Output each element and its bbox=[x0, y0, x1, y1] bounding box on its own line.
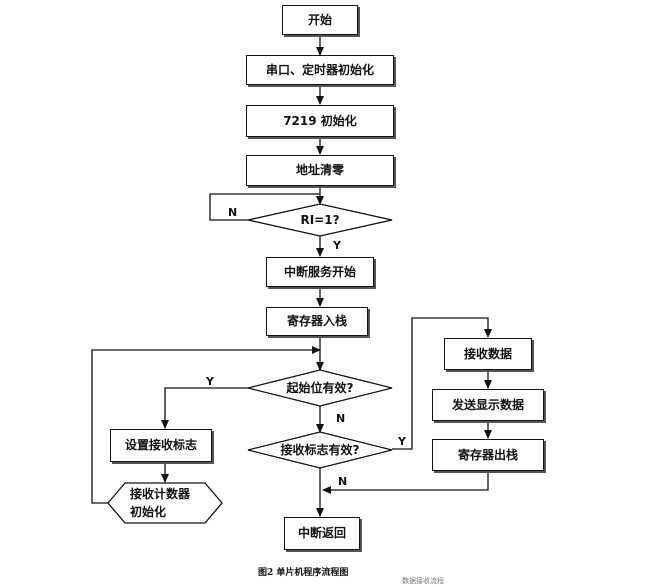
set-receive-flag-box: 设置接收标志 bbox=[110, 429, 212, 462]
interrupt-return-box: 中断返回 bbox=[284, 517, 360, 550]
push-registers-label: 寄存器入栈 bbox=[286, 314, 347, 328]
arrow-init-loop-back bbox=[91, 346, 321, 504]
set-receive-flag-label: 设置接收标志 bbox=[124, 438, 197, 452]
start-box: 开始 bbox=[282, 5, 358, 35]
pop-registers-label: 寄存器出栈 bbox=[457, 447, 518, 462]
send-display-data-label: 发送显示数据 bbox=[451, 397, 524, 412]
ri-yes-label: Y bbox=[333, 239, 341, 252]
init-serial-timer-box: 串口、定时器初始化 bbox=[246, 55, 394, 85]
clear-address-label: 地址清零 bbox=[295, 163, 344, 177]
caption-fragment: 数据接收流程 bbox=[402, 577, 444, 585]
arrow-ri-no-loop bbox=[209, 193, 320, 221]
push-registers-box: 寄存器入栈 bbox=[266, 307, 368, 336]
receive-flag-check-label: 接收标志有效? bbox=[280, 443, 360, 457]
init-serial-timer-label: 串口、定时器初始化 bbox=[265, 62, 374, 77]
init-7219-box: 7219 初始化 bbox=[246, 105, 394, 137]
decision-ri-diamond bbox=[247, 203, 393, 237]
receive-flag-yes-label: Y bbox=[398, 435, 406, 448]
ri-check-label: RI=1? bbox=[300, 213, 340, 227]
figure-caption: 图2 单片机程序流程图 bbox=[258, 568, 349, 578]
isr-start-label: 中断服务开始 bbox=[283, 264, 356, 279]
receive-data-box: 接收数据 bbox=[444, 338, 532, 370]
arrow-pop-to-main bbox=[322, 471, 489, 494]
start-label: 开始 bbox=[307, 12, 332, 27]
receive-data-label: 接收数据 bbox=[463, 346, 512, 361]
start-bit-yes-label: Y bbox=[206, 375, 214, 388]
interrupt-return-label: 中断返回 bbox=[297, 526, 346, 540]
arrow-startbit-yes bbox=[161, 387, 248, 429]
decision-start-bit-diamond bbox=[247, 369, 393, 407]
clear-address-box: 地址清零 bbox=[246, 155, 394, 186]
init-counter-hexagon bbox=[107, 482, 223, 524]
decision-receive-flag-diamond bbox=[247, 431, 393, 469]
start-bit-check-label: 起始位有效? bbox=[286, 381, 354, 395]
start-bit-no-label: N bbox=[336, 412, 346, 425]
pop-no-label: N bbox=[338, 475, 348, 488]
pop-registers-box: 寄存器出栈 bbox=[432, 439, 544, 471]
isr-start-box: 中断服务开始 bbox=[266, 257, 374, 287]
ri-no-label: N bbox=[228, 206, 238, 219]
init-receive-counter-label: 接收计数器 初始化 bbox=[130, 487, 191, 519]
arrow-flag-yes bbox=[392, 317, 492, 450]
send-display-data-box: 发送显示数据 bbox=[432, 389, 544, 421]
init-7219-label: 7219 初始化 bbox=[283, 113, 357, 128]
